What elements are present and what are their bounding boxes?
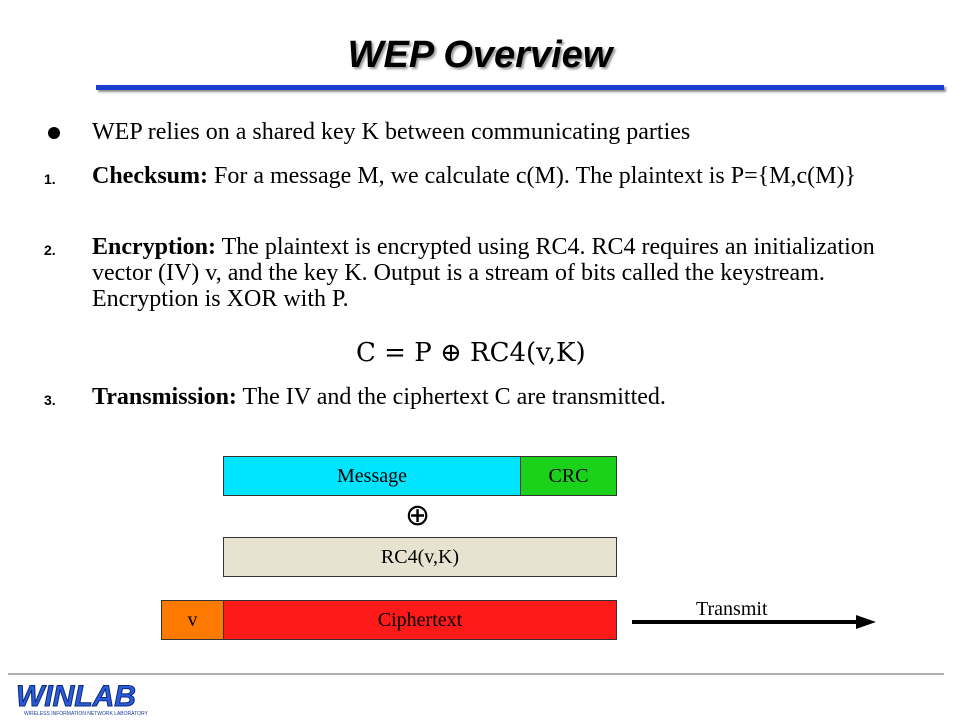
slide-title: WEP Overview: [347, 34, 613, 76]
transmit-arrow-icon: [632, 615, 876, 629]
item-2-term: Encryption:: [92, 234, 217, 260]
title-underline: [96, 85, 944, 90]
item-3-text: The IV and the ciphertext C are transmit…: [236, 384, 666, 410]
item-encryption: Encryption: The plaintext is encrypted u…: [92, 234, 922, 312]
item-3-number: 3.: [44, 392, 56, 408]
item-3-term: Transmission:: [92, 384, 237, 410]
item-1-number: 1.: [44, 171, 56, 187]
transmit-label: Transmit: [696, 598, 768, 620]
bullet-intro: WEP relies on a shared key K between com…: [92, 119, 691, 145]
winlab-logo: WINLAB WIRELESS INFORMATION NETWORK LABO…: [16, 680, 149, 718]
item-2-number: 2.: [44, 242, 56, 258]
xor-icon: ⊕: [405, 498, 431, 533]
keystream-box: RC4(v,K): [223, 537, 617, 577]
logo-tagline: WIRELESS INFORMATION NETWORK LABORATORY: [24, 711, 148, 717]
message-box: Message: [223, 456, 521, 496]
item-1-term: Checksum:: [92, 163, 209, 189]
item-1-text: For a message M, we calculate c(M). The …: [208, 163, 856, 189]
encryption-formula: C = P ⊕ RC4(v,K): [356, 338, 586, 368]
item-2-text: The plaintext is encrypted using RC4. RC…: [92, 234, 875, 312]
item-transmission: Transmission: The IV and the ciphertext …: [92, 384, 922, 410]
item-checksum: Checksum: For a message M, we calculate …: [92, 163, 922, 189]
crc-box: CRC: [520, 456, 617, 496]
bullet-icon: [48, 127, 60, 139]
ciphertext-box: Ciphertext: [223, 600, 617, 640]
footer-rule: [8, 673, 944, 675]
logo-wordmark: WINLAB: [16, 680, 136, 713]
iv-box: v: [161, 600, 224, 640]
